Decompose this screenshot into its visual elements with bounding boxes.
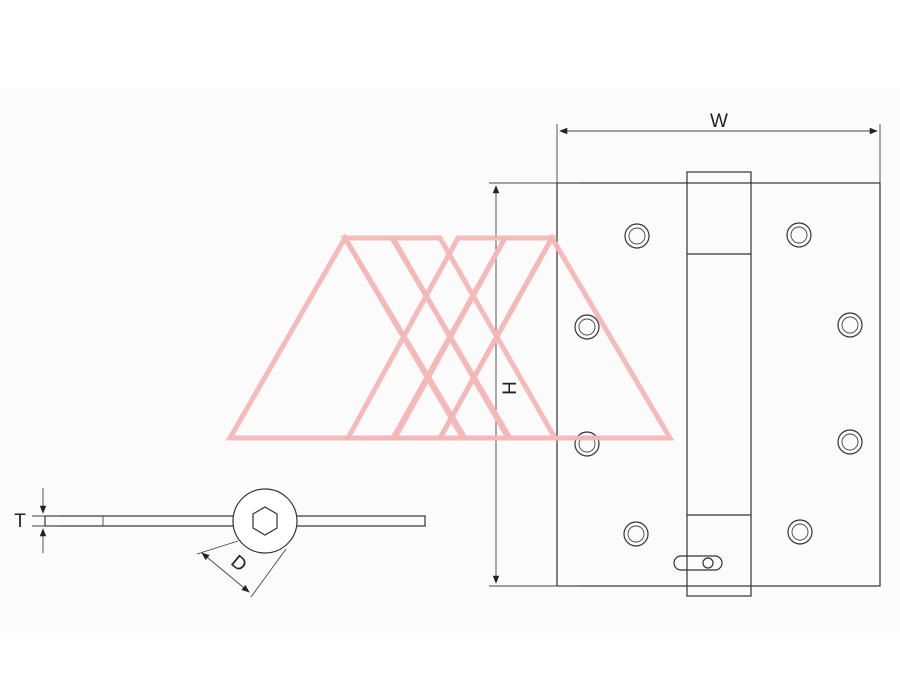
- hex-socket-icon: [252, 506, 278, 536]
- screw-hole: [623, 521, 649, 547]
- screw-hole: [786, 222, 812, 248]
- screw-hole: [624, 223, 650, 249]
- barrel-section: [232, 488, 298, 554]
- width-dimension: W: [556, 111, 881, 183]
- hinge-front-view: [556, 171, 881, 597]
- screw-hole: [574, 314, 600, 340]
- screw-hole: [787, 519, 813, 545]
- screw-holes: [574, 222, 863, 547]
- height-label: H: [500, 381, 521, 395]
- screw-hole: [837, 312, 863, 338]
- hinge-barrel: [686, 171, 752, 597]
- width-label: W: [710, 111, 728, 132]
- thickness-label: T: [14, 511, 26, 532]
- screw-hole: [837, 429, 863, 455]
- hinge-side-view: [44, 488, 426, 554]
- diameter-label: D: [227, 551, 251, 576]
- watermark-logo-icon: [225, 232, 675, 441]
- tension-slot: [673, 555, 723, 571]
- thickness-dimension: T: [14, 488, 60, 553]
- hinge-leaves-outline: [556, 182, 881, 587]
- drawing-panel: [0, 88, 900, 633]
